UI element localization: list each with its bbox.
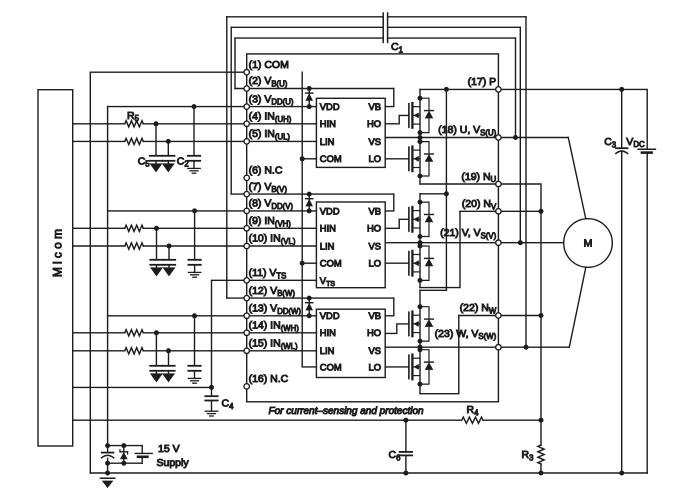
svg-text:Micom: Micom <box>51 226 65 277</box>
svg-text:LIN: LIN <box>320 136 335 147</box>
svg-text:R5​: R5​ <box>127 110 140 123</box>
svg-text:LO: LO <box>368 153 381 164</box>
svg-text:(11) VTS​: (11) VTS​ <box>249 267 287 280</box>
svg-text:C4​: C4​ <box>222 398 235 411</box>
svg-text:(14) IN(WH)​: (14) IN(WH)​ <box>249 320 300 333</box>
svg-text:HIN: HIN <box>320 118 336 129</box>
svg-text:(23) W, VS(W)​: (23) W, VS(W)​ <box>435 328 497 341</box>
svg-text:(5) IN(UL)​: (5) IN(UL)​ <box>249 128 291 141</box>
svg-text:(15) IN(WL)​: (15) IN(WL)​ <box>249 338 298 351</box>
svg-text:R3​: R3​ <box>522 449 534 462</box>
svg-text:C1​: C1​ <box>391 41 403 54</box>
svg-text:HIN: HIN <box>320 327 336 338</box>
svg-text:HIN: HIN <box>320 223 336 234</box>
svg-text:Supply: Supply <box>157 457 190 469</box>
svg-text:VDD: VDD <box>320 310 340 321</box>
svg-text:For current–sensing and protec: For current–sensing and protection <box>269 406 425 417</box>
svg-text:(17) P: (17) P <box>468 76 497 88</box>
svg-text:LO: LO <box>368 361 381 372</box>
svg-text:(19) NU​: (19) NU​ <box>461 171 496 184</box>
svg-text:(7) VB(V)​: (7) VB(V)​ <box>249 181 288 194</box>
svg-text:(6) N.C: (6) N.C <box>249 165 283 177</box>
svg-text:C5​: C5​ <box>138 155 151 168</box>
svg-text:VDC​: VDC​ <box>626 136 645 149</box>
svg-text:15 V: 15 V <box>158 443 180 455</box>
svg-text:HO: HO <box>367 118 381 129</box>
svg-text:C6​: C6​ <box>389 449 401 462</box>
svg-text:(4) IN(UH)​: (4) IN(UH)​ <box>249 111 292 124</box>
svg-text:C2​: C2​ <box>177 155 189 168</box>
svg-text:(8) VDD(V)​: (8) VDD(V)​ <box>249 198 294 211</box>
svg-text:HO: HO <box>367 327 381 338</box>
svg-text:VB: VB <box>368 310 381 321</box>
svg-text:VS: VS <box>368 240 381 251</box>
svg-text:COM: COM <box>320 153 342 164</box>
svg-text:(3) VDD(U)​: (3) VDD(U)​ <box>249 93 294 106</box>
svg-text:LIN: LIN <box>320 345 335 356</box>
svg-text:R4​: R4​ <box>467 404 480 417</box>
svg-text:COM: COM <box>320 361 342 372</box>
svg-text:COM: COM <box>320 258 342 269</box>
svg-text:VB: VB <box>368 101 381 112</box>
svg-text:(9) IN(VH)​: (9) IN(VH)​ <box>249 215 292 228</box>
svg-text:LIN: LIN <box>320 240 335 251</box>
svg-text:VS: VS <box>368 136 381 147</box>
svg-text:(12) VB(W)​: (12) VB(W)​ <box>249 285 296 298</box>
svg-text:LO: LO <box>368 258 381 269</box>
svg-text:(18) U, VS(U)​: (18) U, VS(U)​ <box>438 124 496 137</box>
svg-text:(16) N.C: (16) N.C <box>249 373 289 385</box>
svg-text:HO: HO <box>367 223 381 234</box>
svg-text:VS: VS <box>368 345 381 356</box>
svg-text:(21) V, VS(V)​: (21) V, VS(V)​ <box>440 227 496 240</box>
svg-text:(22) NW​: (22) NW​ <box>460 302 497 315</box>
svg-text:(20) NV​: (20) NV​ <box>462 198 497 211</box>
svg-text:C3​: C3​ <box>604 136 616 149</box>
svg-text:M: M <box>584 238 593 250</box>
svg-text:VDD: VDD <box>320 101 340 112</box>
svg-text:(13) VDD(W)​: (13) VDD(W)​ <box>249 303 302 316</box>
svg-text:(10) IN(VL)​: (10) IN(VL)​ <box>249 233 296 246</box>
svg-text:(2) VB(U)​: (2) VB(U)​ <box>249 75 288 88</box>
svg-text:VB: VB <box>368 205 381 216</box>
svg-text:(1) COM: (1) COM <box>249 59 289 71</box>
svg-text:VTS​: VTS​ <box>320 275 336 288</box>
svg-text:VDD: VDD <box>320 205 340 216</box>
